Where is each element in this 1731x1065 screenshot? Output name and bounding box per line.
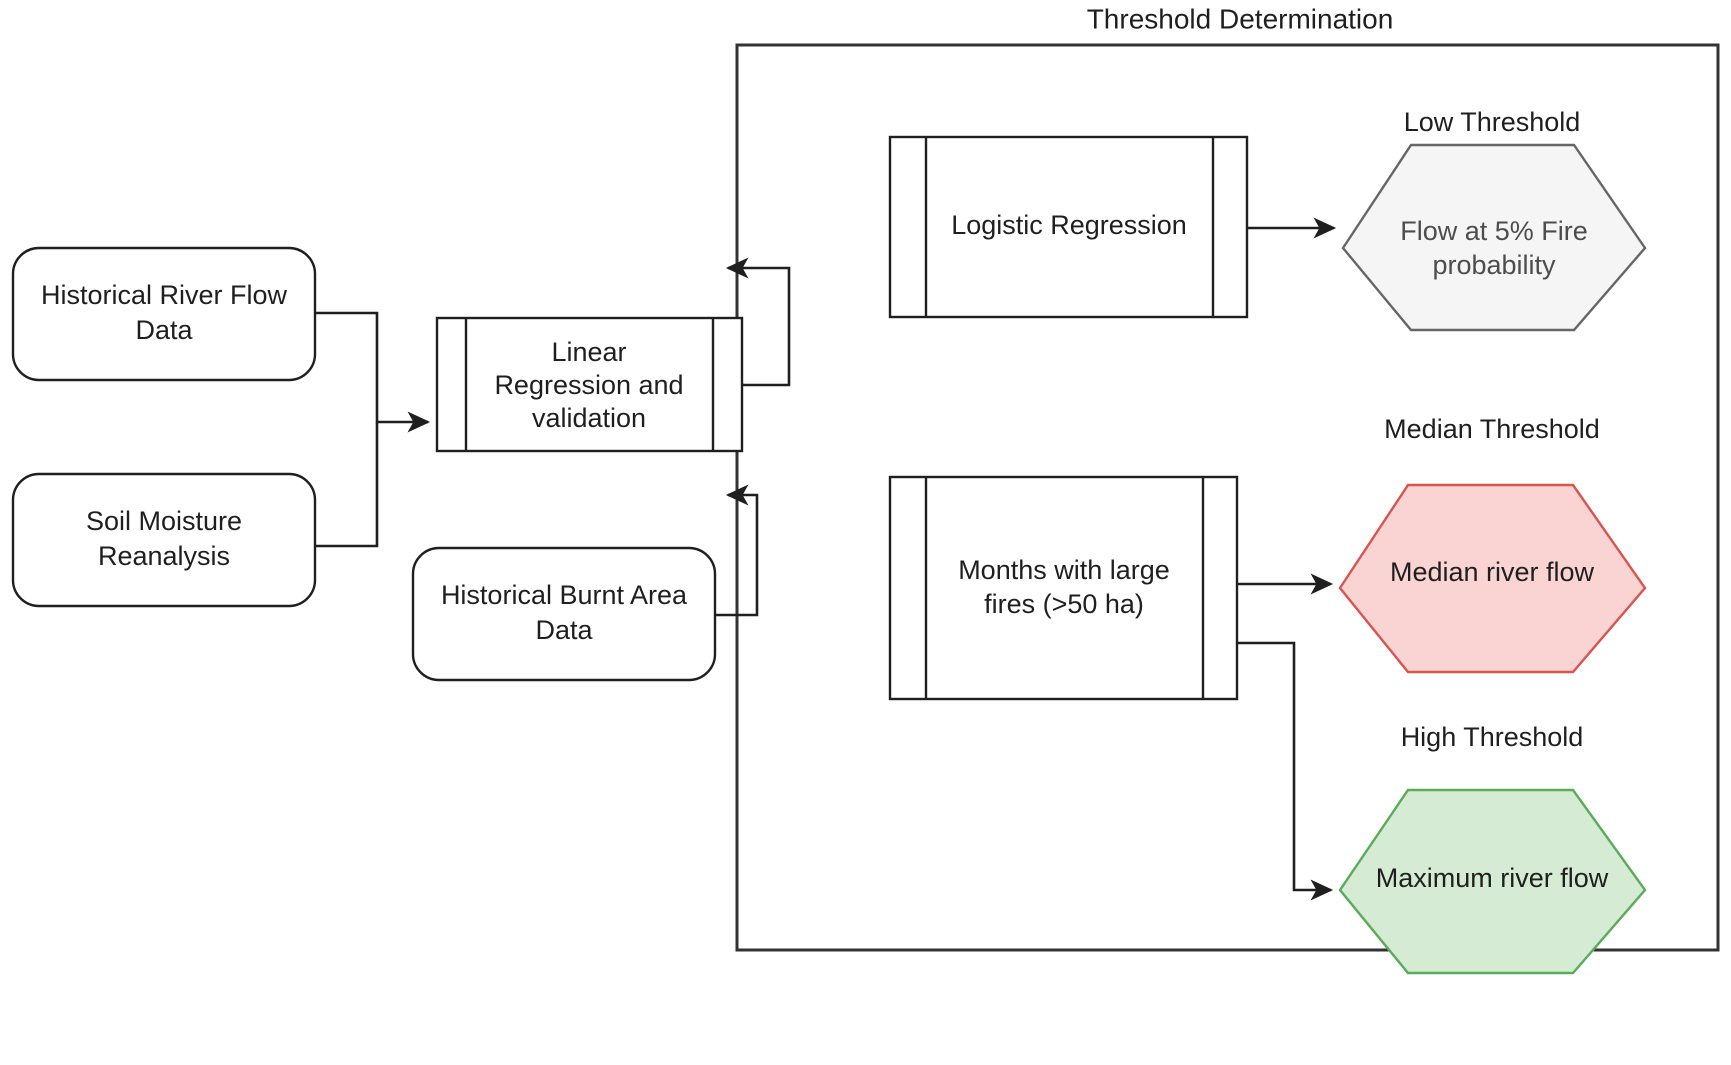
linear-regression-shape[interactable]: [435, 316, 744, 453]
months-with-large-fires-shape[interactable]: [888, 475, 1239, 701]
soil-moisture-reanalysis-shape[interactable]: [11, 472, 317, 608]
node-historical-burnt-area-data[interactable]: Historical Burnt Area Data: [411, 546, 717, 682]
connectors: [315, 217, 1337, 901]
node-low-threshold[interactable]: Low Threshold Flow at 5% Fire probabilit…: [1341, 107, 1647, 332]
linear-regression-label-line3: validation: [532, 403, 646, 433]
node-logistic-regression[interactable]: Logistic Regression: [888, 135, 1249, 319]
low-threshold-label-line1: Flow at 5% Fire: [1400, 216, 1588, 246]
edge-soil-moisture-to-linear-regression: [315, 422, 379, 548]
node-months-with-large-fires[interactable]: Months with large fires (>50 ha): [888, 475, 1239, 701]
group-title-label: Threshold Determination: [1087, 3, 1394, 34]
node-median-threshold[interactable]: Median Threshold Median river flow: [1338, 414, 1647, 674]
soil-moisture-reanalysis-label-line2: Reanalysis: [98, 541, 230, 571]
edge-linear-regression-to-logistic-regression: [725, 257, 791, 387]
logistic-regression-label-line1: Logistic Regression: [951, 210, 1187, 240]
historical-burnt-area-data-label-line2: Data: [535, 615, 593, 645]
median-threshold-label-line1: Median river flow: [1390, 557, 1595, 587]
threshold-determination-group: Threshold Determination: [735, 3, 1720, 952]
historical-burnt-area-data-label-line1: Historical Burnt Area: [441, 580, 688, 610]
low-threshold-caption: Low Threshold: [1404, 107, 1581, 137]
high-threshold-label-line1: Maximum river flow: [1376, 863, 1609, 893]
historical-river-flow-data-shape[interactable]: [11, 246, 317, 382]
node-historical-river-flow-data[interactable]: Historical River Flow Data: [11, 246, 317, 382]
edge-burnt-area-to-months-with-large-fires: [715, 484, 759, 617]
edge-months-to-high-threshold: [1237, 641, 1334, 901]
months-with-large-fires-label-line2: fires (>50 ha): [984, 589, 1144, 619]
soil-moisture-reanalysis-label-line1: Soil Moisture: [86, 506, 242, 536]
linear-regression-label-line1: Linear: [551, 337, 626, 367]
logistic-regression-shape[interactable]: [888, 135, 1249, 319]
low-threshold-label-line2: probability: [1432, 250, 1556, 280]
median-threshold-caption: Median Threshold: [1384, 414, 1600, 444]
node-linear-regression-and-validation[interactable]: Linear Regression and validation: [435, 316, 744, 453]
historical-burnt-area-data-shape[interactable]: [411, 546, 717, 682]
historical-river-flow-data-label-line2: Data: [135, 315, 193, 345]
high-threshold-caption: High Threshold: [1401, 722, 1584, 752]
months-with-large-fires-label-line1: Months with large: [958, 555, 1170, 585]
high-threshold-hexagon[interactable]: [1338, 788, 1647, 975]
linear-regression-label-line2: Regression and: [494, 370, 683, 400]
historical-river-flow-data-label-line1: Historical River Flow: [41, 280, 288, 310]
median-threshold-hexagon[interactable]: [1338, 483, 1647, 674]
node-high-threshold[interactable]: High Threshold Maximum river flow: [1338, 722, 1647, 975]
edge-river-flow-to-linear-regression: [315, 311, 431, 433]
low-threshold-hexagon[interactable]: [1341, 143, 1647, 332]
node-soil-moisture-reanalysis[interactable]: Soil Moisture Reanalysis: [11, 472, 317, 608]
